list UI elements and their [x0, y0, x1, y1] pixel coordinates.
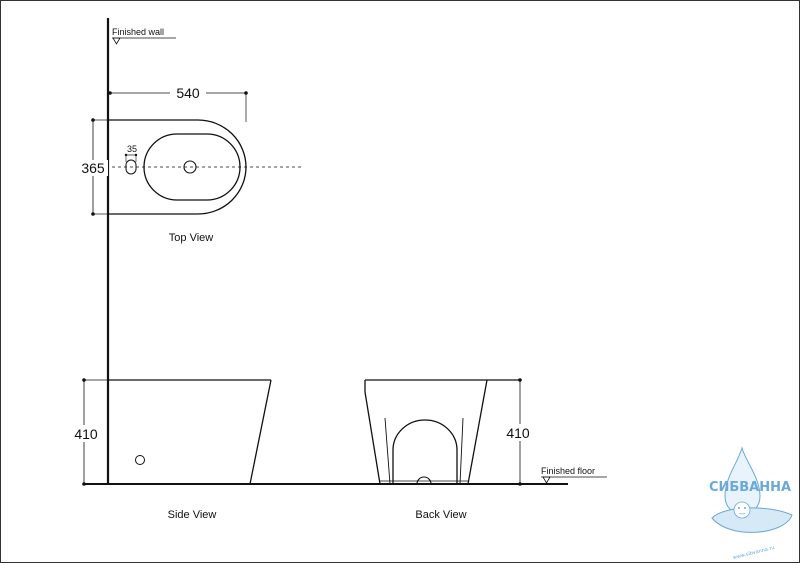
back-view: 410 Finished floor Back View	[364, 378, 607, 521]
back-view-caption: Back View	[415, 509, 466, 521]
dim-410-back-bg	[502, 424, 536, 441]
logo-name: СИБВАННА	[709, 480, 791, 495]
dim-540-label: 540	[176, 85, 200, 101]
dim-35-label: 35	[127, 144, 137, 154]
finished-floor-marker-icon	[542, 476, 551, 484]
top-view: 540 365 35 Top View	[76, 85, 302, 244]
mascot-face-icon	[733, 501, 751, 519]
dim-540-bg	[170, 85, 206, 100]
dim-365-bg	[76, 160, 108, 176]
mascot-eye-left	[738, 507, 740, 509]
dim-410-side-end-bottom	[82, 482, 86, 486]
side-front-line	[249, 379, 272, 485]
finished-wall-marker-icon	[112, 37, 121, 45]
dim-540-end-left	[108, 91, 112, 95]
finished-floor-label: Finished floor	[541, 466, 595, 476]
tap-hole	[125, 159, 137, 175]
back-drain-outlet	[416, 476, 432, 485]
back-inner-left	[384, 417, 391, 485]
dim-410-side-bg	[68, 425, 102, 442]
back-inner-right	[459, 417, 464, 485]
mascot-eye-right	[744, 507, 746, 509]
finished-wall-label: Finished wall	[112, 27, 164, 37]
dim-365-label: 365	[81, 160, 105, 176]
side-inlet-hole	[135, 455, 145, 465]
side-view-caption: Side View	[168, 509, 217, 521]
dim-410-side-label: 410	[74, 426, 98, 442]
back-left-edge	[364, 391, 381, 485]
side-view: 410 Side View	[68, 378, 568, 521]
logo-url: www.sibvanna.ru	[732, 545, 775, 561]
dim-410-back-end-bottom	[518, 482, 522, 486]
back-right-edge	[467, 379, 488, 485]
brand-logo: СИБВАННА www.sibvanna.ru	[709, 446, 793, 561]
dim-410-back-label: 410	[506, 425, 530, 441]
top-view-caption: Top View	[169, 232, 213, 244]
dim-410-back-end-top	[518, 378, 522, 382]
back-arch-cavity	[392, 419, 458, 484]
bathtub-icon	[711, 507, 793, 533]
mascot-smile	[738, 512, 746, 515]
